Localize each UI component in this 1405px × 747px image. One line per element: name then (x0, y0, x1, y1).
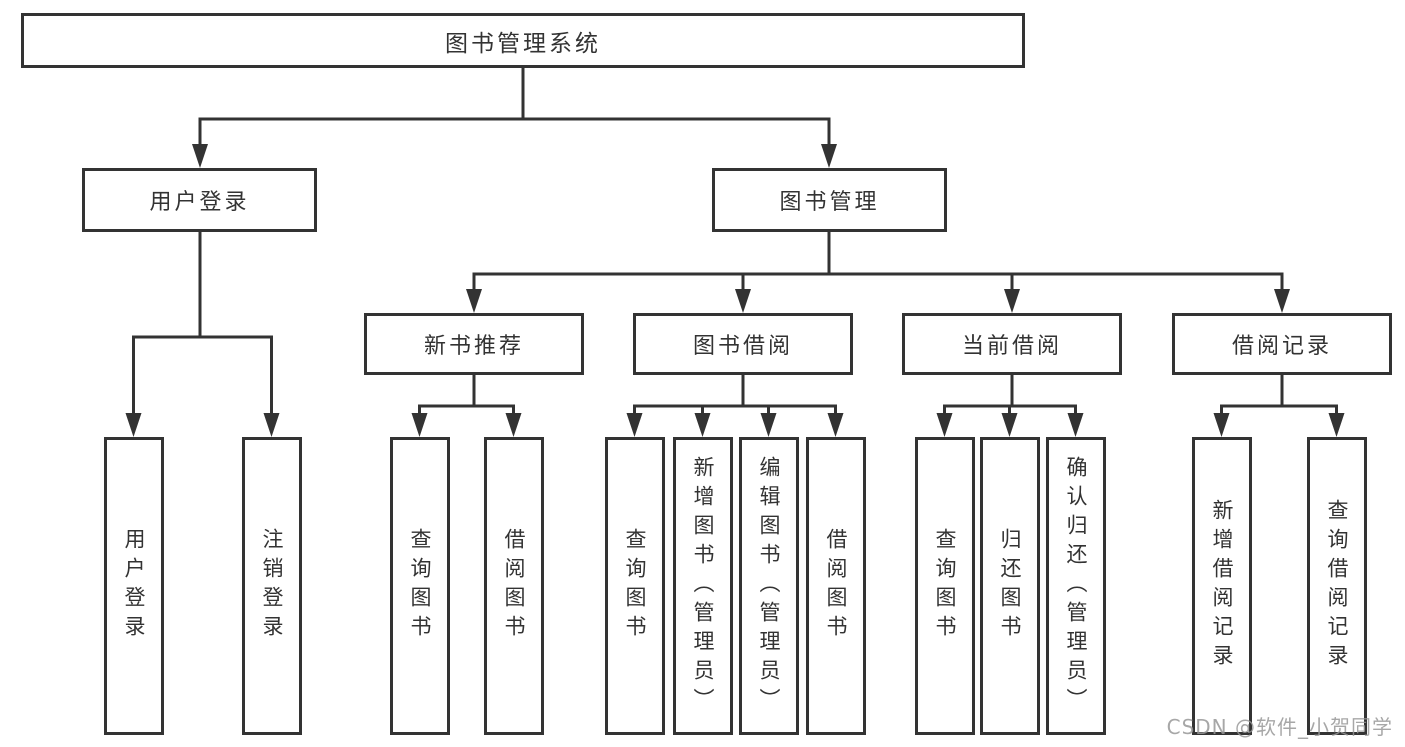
arrowhead-icon (125, 413, 142, 437)
node-new-book-recommend: 新书推荐 (364, 313, 584, 375)
node-book-borrow: 图书借阅 (633, 313, 853, 375)
arrowhead-icon (411, 413, 428, 437)
arrowhead-icon (466, 289, 482, 313)
arrowhead-icon (760, 413, 777, 437)
leaf-confirm-return-admin: 确认归还（管理员） (1045, 437, 1106, 735)
leaf-edit-books-admin: 编辑图书（管理员） (738, 437, 799, 735)
connector-current-borrow-branch (936, 373, 1084, 437)
node-current-borrow: 当前借阅 (902, 313, 1122, 375)
leaf-user-login: 用户登录 (103, 437, 164, 735)
arrowhead-icon (694, 413, 711, 437)
arrowhead-icon (821, 144, 837, 168)
arrowhead-icon (1001, 413, 1018, 437)
leaf-query-books-current: 查询图书 (914, 437, 975, 735)
connector-new-book-branch (411, 373, 522, 437)
connector-line (633, 373, 837, 417)
connector-user-login-branch (125, 230, 280, 437)
connector-book-management-branch (466, 230, 1290, 313)
arrowhead-icon (735, 289, 751, 313)
leaf-add-books-admin: 新增图书（管理员） (672, 437, 733, 735)
connector-line (132, 230, 273, 417)
connector-line (418, 373, 515, 417)
connector-line (472, 230, 1284, 293)
leaf-logout: 注销登录 (241, 437, 302, 735)
arrowhead-icon (936, 413, 953, 437)
csdn-watermark: CSDN @软件_小贺同学 (1166, 715, 1393, 739)
leaf-query-books-recommend: 查询图书 (389, 437, 450, 735)
node-borrow-records: 借阅记录 (1172, 313, 1392, 375)
arrowhead-icon (1004, 289, 1020, 313)
node-user-login: 用户登录 (82, 168, 317, 232)
arrowhead-icon (1328, 413, 1345, 437)
connector-line (1220, 373, 1338, 417)
arrowhead-icon (827, 413, 844, 437)
node-library-management-system: 图书管理系统 (21, 13, 1025, 68)
connector-book-borrow-branch (626, 373, 844, 437)
arrowhead-icon (1067, 413, 1084, 437)
leaf-borrow-books: 借阅图书 (805, 437, 866, 735)
leaf-borrow-books-recommend: 借阅图书 (483, 437, 544, 735)
leaf-query-borrow-record: 查询借阅记录 (1306, 437, 1367, 735)
arrowhead-icon (1274, 289, 1290, 313)
arrowhead-icon (505, 413, 522, 437)
arrowhead-icon (263, 413, 280, 437)
connector-line (943, 373, 1077, 417)
leaf-add-borrow-record: 新增借阅记录 (1191, 437, 1252, 735)
leaf-return-books: 归还图书 (979, 437, 1040, 735)
connector-root-to-level2 (192, 66, 837, 168)
leaf-query-books-borrow: 查询图书 (604, 437, 665, 735)
arrowhead-icon (192, 144, 208, 168)
arrowhead-icon (626, 413, 643, 437)
arrowhead-icon (1213, 413, 1230, 437)
connector-line (198, 66, 831, 148)
node-book-management: 图书管理 (712, 168, 947, 232)
connector-borrow-records-branch (1213, 373, 1345, 437)
